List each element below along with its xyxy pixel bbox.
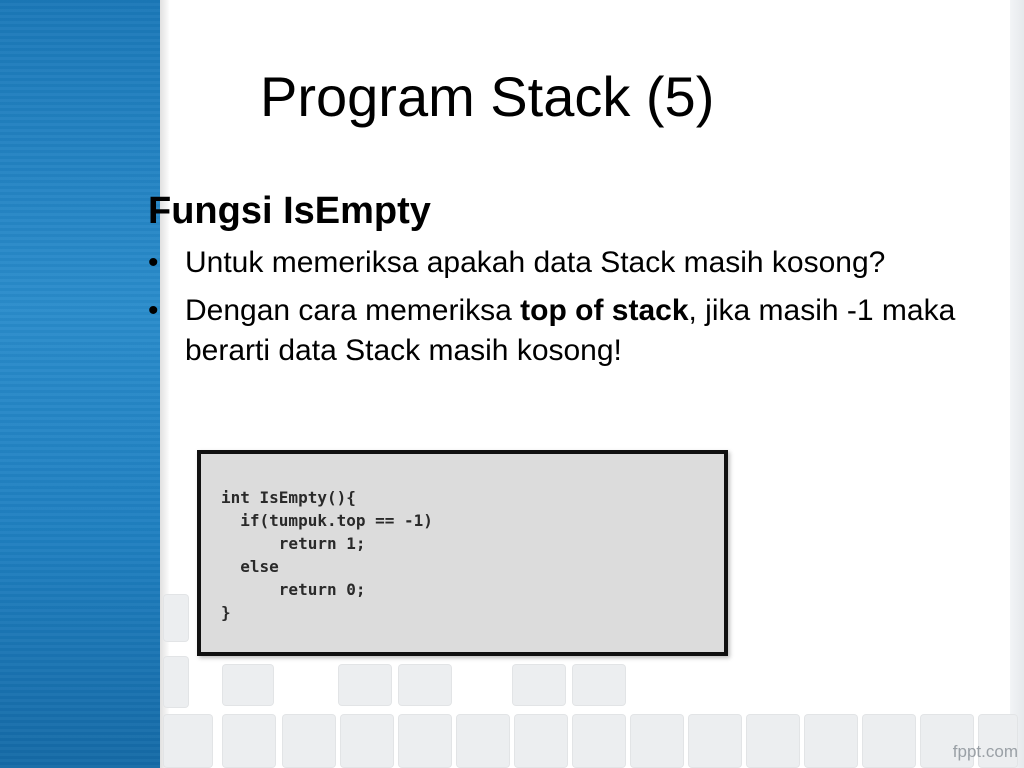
bullet-item: • Dengan cara memeriksa top of stack, ji… [148,291,968,371]
bg-tile [920,714,974,768]
bullet-text-before: Dengan cara memeriksa [185,294,521,327]
bullet-item: • Untuk memeriksa apakah data Stack masi… [148,243,968,283]
slide-title: Program Stack (5) [260,65,715,128]
bg-tile [222,664,274,706]
bg-tile [688,714,742,768]
bg-tile [572,664,626,706]
bg-tile [282,714,336,768]
section-heading: Fungsi IsEmpty [148,190,431,232]
right-edge-strip [1010,0,1024,768]
bg-tile [398,714,452,768]
bg-tile [398,664,452,706]
left-blue-band [0,0,160,768]
bg-tile [978,714,1018,768]
bullet-list: • Untuk memeriksa apakah data Stack masi… [148,243,968,371]
band-shadow [160,0,170,768]
bg-tile [512,664,566,706]
code-text: int IsEmpty(){ if(tumpuk.top == -1) retu… [221,486,433,624]
bullet-text-after: , jika masih -1 maka berarti data Stack … [185,294,956,367]
bg-tile [514,714,568,768]
bg-tile [746,714,800,768]
bg-tile [572,714,626,768]
bullet-symbol: • [148,246,159,279]
watermark-text: fppt.com [952,742,1018,761]
bg-tile [630,714,684,768]
code-line: return 0; [221,580,366,599]
bg-tile [338,664,392,706]
code-block: int IsEmpty(){ if(tumpuk.top == -1) retu… [197,450,728,656]
bg-tile [456,714,510,768]
bg-tile [163,656,189,708]
code-line: } [221,603,231,622]
bg-tile [163,714,213,768]
bullet-text: Untuk memeriksa apakah data Stack masih … [185,246,886,279]
slide-content: Fungsi IsEmpty • Untuk memeriksa apakah … [148,190,968,379]
code-line: else [221,557,279,576]
bg-tile [862,714,916,768]
bg-tile [163,594,189,642]
code-line: int IsEmpty(){ [221,488,356,507]
bullet-symbol: • [148,294,159,327]
code-line: if(tumpuk.top == -1) [221,511,433,530]
bg-tile [804,714,858,768]
bg-tile [222,714,276,768]
bg-tile [340,714,394,768]
code-line: return 1; [221,534,366,553]
bullet-bold-term: top of stack [520,294,689,327]
